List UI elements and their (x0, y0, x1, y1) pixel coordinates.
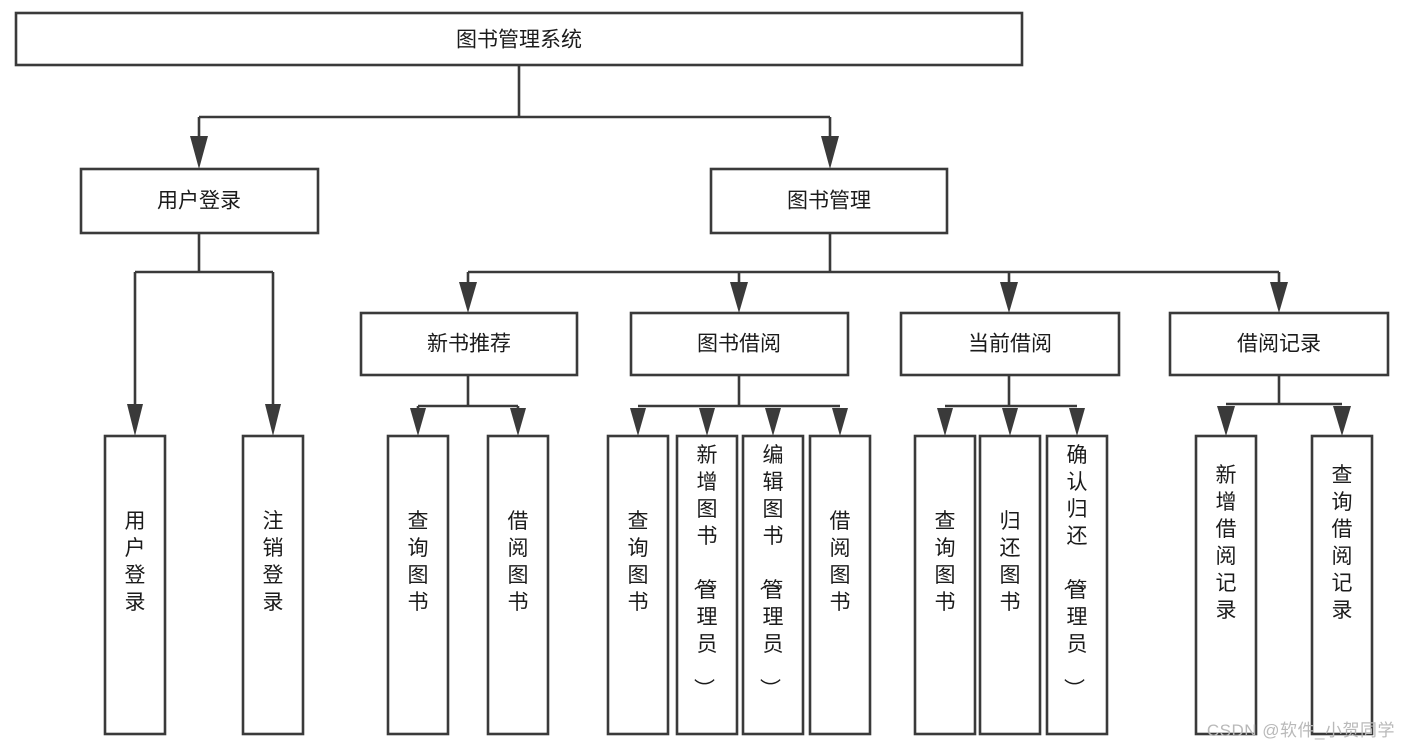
arrow-head-leaf-edit-book (765, 408, 781, 436)
connector-group-root-to-level2 (190, 65, 839, 169)
node-user-login-box[interactable] (79, 167, 320, 235)
node-leaf-query-record[interactable]: 查询借阅记录 (1310, 434, 1374, 736)
node-root-label: 图书管理系统 (456, 29, 582, 52)
arrow-head-leaf-query-record (1333, 406, 1351, 436)
node-leaf-query-book-3-box[interactable] (913, 434, 977, 736)
node-current-borrow-box[interactable] (899, 311, 1121, 377)
node-leaf-logout-login-box[interactable] (241, 434, 305, 736)
node-leaf-query-book-1[interactable]: 查询图书 (386, 434, 450, 736)
node-current-borrow-label: 当前借阅 (968, 333, 1052, 356)
node-leaf-query-book-2-label: 查询图书 (628, 510, 649, 614)
node-book-manage-box[interactable] (709, 167, 949, 235)
node-book-manage-label: 图书管理 (787, 190, 871, 213)
node-leaf-logout-login[interactable]: 注销登录 (241, 434, 305, 736)
node-leaf-borrow-book-1-label: 借阅图书 (508, 510, 529, 614)
node-leaf-add-record[interactable]: 新增借阅记录 (1194, 434, 1258, 736)
node-leaf-borrow-book-2[interactable]: 借阅图书 (808, 434, 872, 736)
node-leaf-query-record-label: 查询借阅记录 (1332, 464, 1353, 622)
connector-group-new-book-recommend-to-leaves (410, 375, 526, 436)
node-book-borrow-box[interactable] (629, 311, 850, 377)
connector-group-book-manage-to-level3 (459, 233, 1288, 313)
node-current-borrow[interactable]: 当前借阅 (899, 311, 1121, 377)
node-user-login[interactable]: 用户登录 (79, 167, 320, 235)
node-leaf-user-login-label: 用户登录 (125, 510, 146, 614)
arrow-head-current-borrow (1000, 282, 1018, 313)
node-leaf-user-login[interactable]: 用户登录 (103, 434, 167, 736)
node-book-borrow-label: 图书借阅 (697, 333, 781, 356)
node-leaf-query-book-1-label: 查询图书 (408, 510, 429, 614)
arrow-head-user-login (190, 136, 208, 169)
arrow-head-leaf-logout-login (265, 404, 281, 436)
arrow-head-leaf-query-book-1 (410, 408, 426, 436)
node-leaf-borrow-book-2-label: 借阅图书 (830, 510, 851, 614)
node-leaf-query-book-3-label: 查询图书 (935, 510, 956, 614)
node-leaf-return-book-box[interactable] (978, 434, 1042, 736)
node-leaf-query-book-1-box[interactable] (386, 434, 450, 736)
arrow-head-book-manage (821, 136, 839, 169)
arrow-head-leaf-return-book (1002, 408, 1018, 436)
node-leaf-add-book-box[interactable] (675, 434, 739, 736)
connector-group-current-borrow-to-leaves (937, 375, 1085, 436)
node-leaf-add-book[interactable]: 新增图书（管理员） (675, 434, 739, 736)
node-leaf-logout-login-label: 注销登录 (263, 510, 284, 614)
node-leaf-edit-book-label: 编辑图书（管理员） (758, 444, 784, 699)
node-leaf-borrow-book-1[interactable]: 借阅图书 (486, 434, 550, 736)
arrow-head-leaf-add-book (699, 408, 715, 436)
node-leaf-query-record-box[interactable] (1310, 434, 1374, 736)
node-root-box[interactable] (14, 11, 1024, 67)
node-leaf-query-book-2-box[interactable] (606, 434, 670, 736)
arrow-head-new-book-recommend (459, 282, 477, 313)
node-leaf-edit-book[interactable]: 编辑图书（管理员） (741, 434, 805, 736)
arrow-head-borrow-record (1270, 282, 1288, 313)
node-leaf-query-book-3[interactable]: 查询图书 (913, 434, 977, 736)
arrow-head-leaf-borrow-book-1 (510, 408, 526, 436)
node-new-book-recommend-box[interactable] (359, 311, 579, 377)
node-borrow-record-box[interactable] (1168, 311, 1390, 377)
node-root[interactable]: 图书管理系统 (14, 11, 1024, 67)
node-leaf-confirm-return-label: 确认归还（管理员） (1062, 444, 1088, 699)
node-book-manage[interactable]: 图书管理 (709, 167, 949, 235)
arrow-head-leaf-user-login (127, 404, 143, 436)
node-leaf-add-record-label: 新增借阅记录 (1216, 464, 1237, 622)
node-book-borrow[interactable]: 图书借阅 (629, 311, 850, 377)
arrow-head-leaf-confirm-return (1069, 408, 1085, 436)
arrow-head-leaf-query-book-3 (937, 408, 953, 436)
node-borrow-record[interactable]: 借阅记录 (1168, 311, 1390, 377)
connector-group-book-borrow-to-leaves (630, 375, 848, 436)
node-leaf-return-book[interactable]: 归还图书 (978, 434, 1042, 736)
node-leaf-confirm-return[interactable]: 确认归还（管理员） (1045, 434, 1109, 736)
connector-group-user-login-to-leaves (127, 233, 281, 436)
arrow-head-leaf-add-record (1217, 406, 1235, 436)
arrow-head-leaf-query-book-2 (630, 408, 646, 436)
connector-group-borrow-record-to-leaves (1217, 375, 1351, 436)
node-new-book-recommend[interactable]: 新书推荐 (359, 311, 579, 377)
node-leaf-add-book-label: 新增图书（管理员） (692, 444, 718, 699)
node-leaf-confirm-return-box[interactable] (1045, 434, 1109, 736)
node-new-book-recommend-label: 新书推荐 (427, 333, 511, 356)
node-leaf-borrow-book-1-box[interactable] (486, 434, 550, 736)
node-borrow-record-label: 借阅记录 (1237, 333, 1321, 356)
node-leaf-edit-book-box[interactable] (741, 434, 805, 736)
arrow-head-book-borrow (730, 282, 748, 313)
node-leaf-return-book-label: 归还图书 (1000, 510, 1021, 614)
node-leaf-user-login-box[interactable] (103, 434, 167, 736)
node-user-login-label: 用户登录 (157, 190, 241, 213)
node-leaf-query-book-2[interactable]: 查询图书 (606, 434, 670, 736)
node-leaf-borrow-book-2-box[interactable] (808, 434, 872, 736)
arrow-head-leaf-borrow-book-2 (832, 408, 848, 436)
node-leaf-add-record-box[interactable] (1194, 434, 1258, 736)
